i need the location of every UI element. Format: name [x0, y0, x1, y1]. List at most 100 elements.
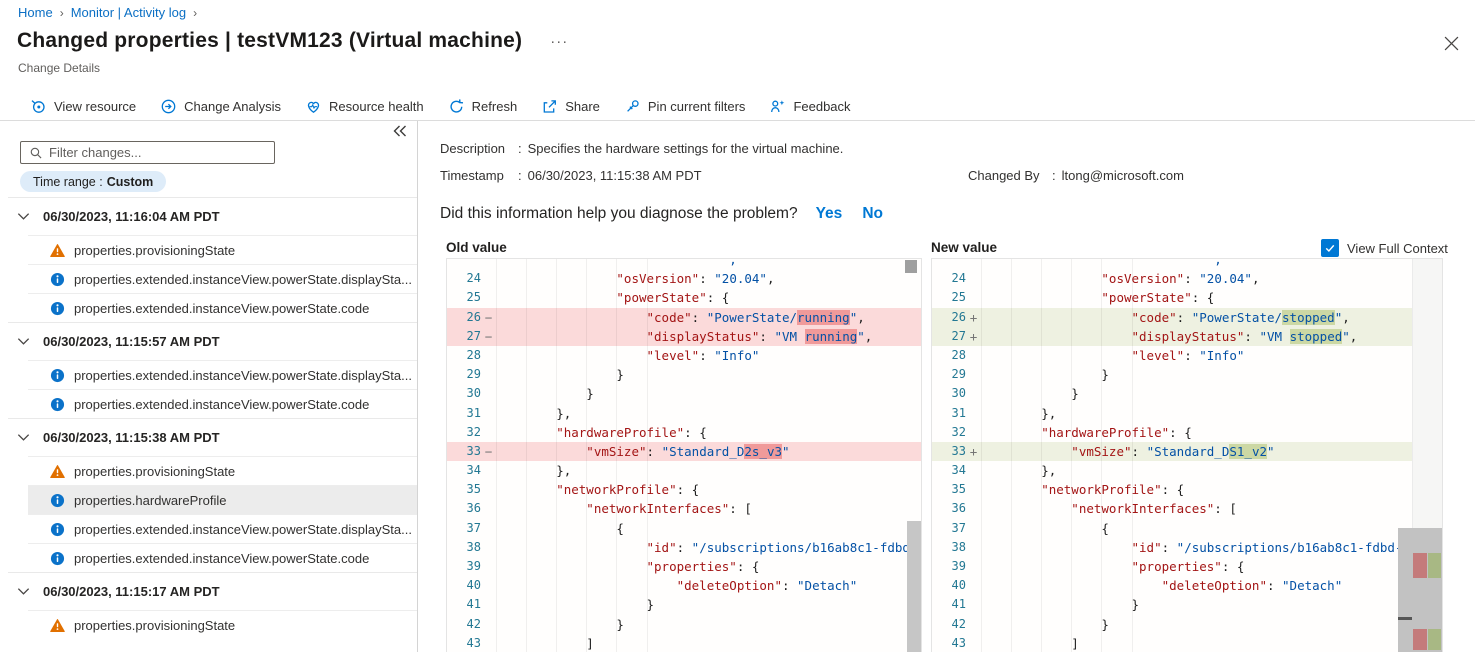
diff-line-marker — [966, 269, 981, 288]
chevron-down-icon — [16, 334, 31, 349]
feedback-question: Did this information help you diagnose t… — [440, 205, 798, 222]
view-full-context-checkbox[interactable] — [1321, 239, 1339, 257]
diff-line-marker — [966, 595, 981, 614]
more-options-icon[interactable]: ··· — [550, 32, 569, 50]
warning-icon — [50, 464, 65, 479]
view-full-context-control[interactable]: View Full Context — [1321, 239, 1448, 257]
diff-line-marker: + — [969, 328, 978, 344]
breadcrumb-link[interactable]: Home — [18, 5, 53, 20]
line-number: 36 — [466, 501, 481, 516]
code-text: "displayStatus": "VM stopped", — [1131, 328, 1358, 344]
toolbar-item-view-resource[interactable]: View resource — [30, 98, 136, 115]
line-number: 29 — [951, 367, 966, 382]
toolbar-item-feedback[interactable]: Feedback — [769, 98, 851, 115]
info-icon — [50, 551, 65, 566]
change-item[interactable]: properties.extended.instanceView.powerSt… — [28, 293, 417, 322]
resource-health-icon — [305, 98, 322, 115]
changes-sidebar: Time range : Custom 06/30/2023, 11:16:04… — [0, 121, 418, 652]
line-number: 27 — [466, 328, 481, 343]
diff-mark-deleted — [1413, 553, 1427, 578]
changed-by-row: Changed By : ltong@microsoft.com — [968, 168, 1184, 183]
change-item-label: properties.provisioningState — [74, 242, 236, 258]
change-group-date: 06/30/2023, 11:15:38 AM PDT — [43, 430, 220, 445]
code-line: 29} — [447, 365, 921, 384]
change-group-header[interactable]: 06/30/2023, 11:15:57 AM PDT — [8, 322, 417, 360]
change-item[interactable]: properties.provisioningState — [28, 610, 417, 639]
code-text: "deleteOption": "Detach" — [676, 578, 858, 594]
code-line: 31}, — [932, 404, 1442, 423]
diff-line-marker: − — [484, 443, 493, 459]
description-row: Description : Specifies the hardware set… — [440, 141, 844, 156]
new-value-editor[interactable]: ",24"osVersion": "20.04",25"powerState":… — [931, 258, 1443, 652]
line-number: 31 — [951, 405, 966, 420]
time-range-label: Time range : — [33, 174, 103, 189]
diff-line-marker — [481, 499, 496, 518]
code-text: "osVersion": "20.04", — [616, 271, 775, 287]
change-group-header[interactable]: 06/30/2023, 11:16:04 AM PDT — [8, 197, 417, 235]
old-pane-scrollbar-thumb[interactable] — [905, 260, 917, 273]
no-button[interactable]: No — [862, 205, 883, 222]
code-text: "code": "PowerState/running", — [646, 309, 865, 325]
warning-icon — [50, 618, 65, 633]
info-icon — [50, 301, 65, 316]
diff-line-marker: + — [969, 309, 978, 325]
code-text: ", — [1206, 258, 1222, 267]
toolbar-item-pin-current-filters[interactable]: Pin current filters — [624, 98, 745, 115]
diff-line-marker — [481, 384, 496, 403]
code-text: "id": "/subscriptions/b16ab8c1-fdbd-4 — [1131, 539, 1410, 555]
line-number — [932, 259, 966, 269]
change-item-label: properties.extended.instanceView.powerSt… — [74, 521, 412, 537]
diff-line-marker — [481, 557, 496, 576]
filter-changes-input[interactable] — [49, 145, 274, 160]
old-pane-scrollbar[interactable] — [907, 521, 921, 652]
yes-button[interactable]: Yes — [815, 205, 843, 222]
toolbar-item-change-analysis[interactable]: Change Analysis — [160, 98, 281, 115]
code-text: "deleteOption": "Detach" — [1161, 578, 1343, 594]
feedback-icon — [769, 98, 786, 115]
close-icon[interactable] — [1444, 36, 1464, 56]
change-group-header[interactable]: 06/30/2023, 11:15:17 AM PDT — [8, 572, 417, 610]
change-item[interactable]: properties.extended.instanceView.powerSt… — [28, 543, 417, 572]
diff-line-marker — [966, 346, 981, 365]
toolbar-item-refresh[interactable]: Refresh — [448, 98, 517, 115]
line-number: 31 — [466, 405, 481, 420]
toolbar-item-share[interactable]: Share — [541, 98, 600, 115]
change-item[interactable]: properties.provisioningState — [28, 456, 417, 485]
code-line: 32"hardwareProfile": { — [932, 423, 1442, 442]
toolbar-item-label: Change Analysis — [184, 98, 281, 114]
toolbar-item-resource-health[interactable]: Resource health — [305, 98, 424, 115]
old-value-editor[interactable]: ",24"osVersion": "20.04",25"powerState":… — [446, 258, 922, 652]
feedback-question-row: Did this information help you diagnose t… — [440, 205, 883, 223]
code-line: ", — [932, 258, 1442, 269]
change-item[interactable]: properties.extended.instanceView.powerSt… — [28, 514, 417, 543]
chevron-down-icon — [16, 209, 31, 224]
change-item[interactable]: properties.extended.instanceView.powerSt… — [28, 389, 417, 418]
code-text: "networkInterfaces": [ — [586, 501, 752, 517]
new-value-label: New value — [931, 240, 998, 255]
line-number: 38 — [466, 539, 481, 554]
change-group-header[interactable]: 06/30/2023, 11:15:38 AM PDT — [8, 418, 417, 456]
diff-line-marker — [966, 365, 981, 384]
diff-line-marker — [966, 384, 981, 403]
collapse-sidebar-icon[interactable] — [392, 123, 412, 143]
new-pane-scrollbar[interactable] — [1398, 528, 1442, 652]
change-item[interactable]: properties.extended.instanceView.powerSt… — [28, 264, 417, 293]
change-item[interactable]: properties.extended.instanceView.powerSt… — [28, 360, 417, 389]
code-text: "osVersion": "20.04", — [1101, 271, 1260, 287]
time-range-filter-chip[interactable]: Time range : Custom — [20, 171, 167, 192]
line-number: 33 — [466, 443, 481, 458]
diff-line-marker — [966, 538, 981, 557]
change-item[interactable]: properties.hardwareProfile — [28, 485, 417, 514]
code-text: }, — [556, 463, 572, 479]
code-text: ] — [586, 635, 594, 651]
diff-line-marker — [966, 404, 981, 423]
line-number: 32 — [951, 424, 966, 439]
diff-line-marker: + — [969, 443, 978, 459]
breadcrumb-link[interactable]: Monitor | Activity log — [70, 5, 187, 20]
diff-line-marker — [966, 423, 981, 442]
change-list: 06/30/2023, 11:16:04 AM PDT properties.pr… — [0, 197, 417, 639]
change-item[interactable]: properties.provisioningState — [28, 235, 417, 264]
code-line: 34}, — [932, 461, 1442, 480]
line-number: 26 — [466, 309, 481, 324]
